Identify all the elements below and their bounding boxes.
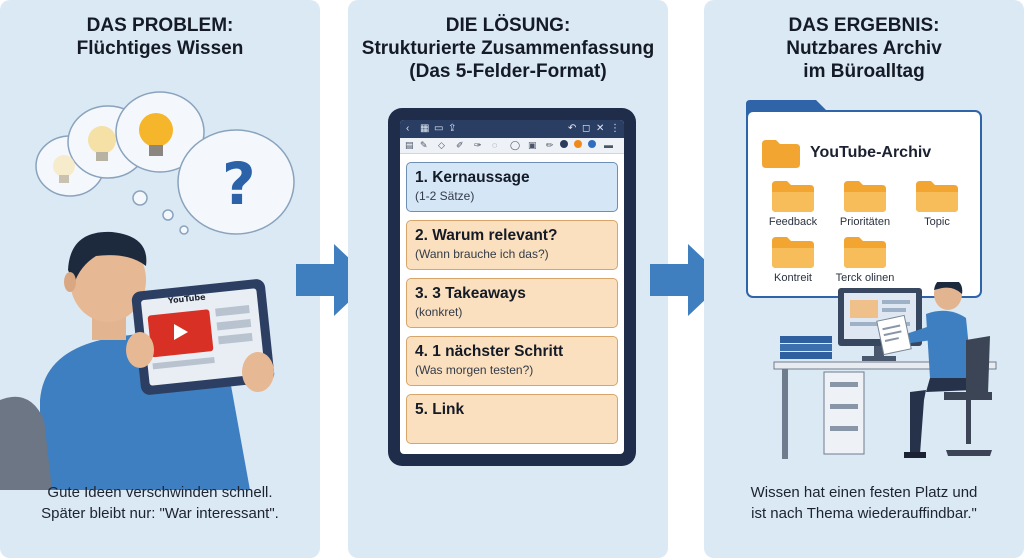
folder-icon[interactable] (772, 180, 814, 212)
folder-label-kontreit: Kontreit (774, 272, 812, 284)
folder-label-terck-olinen: Terck olinen (835, 272, 895, 284)
tablet-youtube-icon: YouTube (131, 279, 275, 395)
notes-tablet: ‹ ▦ ▭ ⇪ ↶ ◻ ✕ ⋮ ▤ ✎ ◇ ✐ ✑ ◌ ◯ ▣ ✏ (388, 108, 636, 466)
problem-title: DAS PROBLEM: Flüchtiges Wissen (76, 15, 244, 59)
lightbulb-icon (53, 113, 173, 183)
person-with-tablet-icon (40, 231, 250, 490)
folder-label-topic: Topic (924, 216, 950, 228)
field-link[interactable]: 5. Link (406, 394, 618, 444)
folder-icon[interactable] (772, 236, 814, 268)
field-kernaussage[interactable]: 1. Kernaussage (1-2 Sätze) (406, 162, 618, 212)
share-icon[interactable]: ⇪ (448, 123, 457, 134)
grid-icon[interactable]: ▦ (420, 123, 430, 134)
color-orange-dot[interactable] (574, 140, 582, 148)
folder-icon[interactable] (844, 180, 886, 212)
field-takeaways[interactable]: 3. 3 Takeaways (konkret) (406, 278, 618, 328)
question-mark-icon: ? (222, 150, 256, 218)
solution-panel: DIE LÖSUNG: Strukturierte Zusammenfassun… (348, 0, 668, 558)
more-icon[interactable]: ⋮ (610, 123, 620, 134)
field-naechster-schritt[interactable]: 4. 1 nächster Schritt (Was morgen testen… (406, 336, 618, 386)
highlighter-icon[interactable]: ✑ (474, 140, 482, 150)
folder-icon[interactable] (844, 236, 886, 268)
brush-icon[interactable]: ✏ (546, 140, 554, 150)
tablet-screen: ‹ ▦ ▭ ⇪ ↶ ◻ ✕ ⋮ ▤ ✎ ◇ ✐ ✑ ◌ ◯ ▣ ✏ (400, 120, 624, 454)
stroke-width-icon[interactable]: ▬ (604, 140, 613, 150)
folder-icon[interactable] (916, 180, 958, 212)
folder-label-feedback: Feedback (768, 216, 818, 228)
shape-icon[interactable]: ◯ (510, 140, 521, 150)
problem-illustration: ? YouTube (0, 91, 295, 490)
svg-text:YouTube: YouTube (167, 292, 207, 305)
page-icon[interactable]: ▤ (405, 140, 414, 150)
field-warum-relevant[interactable]: 2. Warum relevant? (Wann brauche ich das… (406, 220, 618, 270)
pencil-icon[interactable]: ✐ (456, 140, 464, 150)
archive-window: YouTube-Archiv Feedback Prioritäten Topi… (746, 110, 982, 298)
solution-title: DIE LÖSUNG: Strukturierte Zusammenfassun… (361, 15, 655, 82)
eraser-icon[interactable]: ◇ (438, 140, 445, 150)
problem-caption: Gute Ideen verschwinden schnell. Später … (41, 484, 279, 522)
archive-title: YouTube-Archiv (810, 144, 932, 161)
result-caption: Wissen hat einen festen Platz und ist na… (750, 484, 978, 522)
bookmark-icon[interactable]: ▭ (434, 123, 444, 134)
close-icon[interactable]: ✕ (596, 123, 605, 134)
drawing-toolbar: ▤ ✎ ◇ ✐ ✑ ◌ ◯ ▣ ✏ ▬ (400, 138, 624, 154)
image-icon[interactable]: ▣ (528, 140, 537, 150)
folder-icon[interactable] (762, 138, 800, 168)
select-icon[interactable]: ◻ (582, 123, 591, 134)
hands (126, 332, 274, 392)
result-title: DAS ERGEBNIS: Nutzbares Archiv im Büroal… (786, 15, 942, 82)
color-blue-dot[interactable] (588, 140, 596, 148)
lasso-icon[interactable]: ◌ (492, 140, 498, 150)
folder-label-prioritaeten: Prioritäten (839, 216, 891, 228)
back-icon[interactable]: ‹ (406, 123, 410, 134)
pen-icon[interactable]: ✎ (420, 140, 428, 150)
undo-icon[interactable]: ↶ (568, 123, 577, 134)
result-panel: DAS ERGEBNIS: Nutzbares Archiv im Büroal… (704, 0, 1024, 558)
app-topbar: ‹ ▦ ▭ ⇪ ↶ ◻ ✕ ⋮ (400, 120, 624, 138)
problem-panel: DAS PROBLEM: Flüchtiges Wissen ? (0, 0, 320, 558)
color-dark-dot[interactable] (560, 140, 568, 148)
office-desk-icon (773, 282, 997, 459)
